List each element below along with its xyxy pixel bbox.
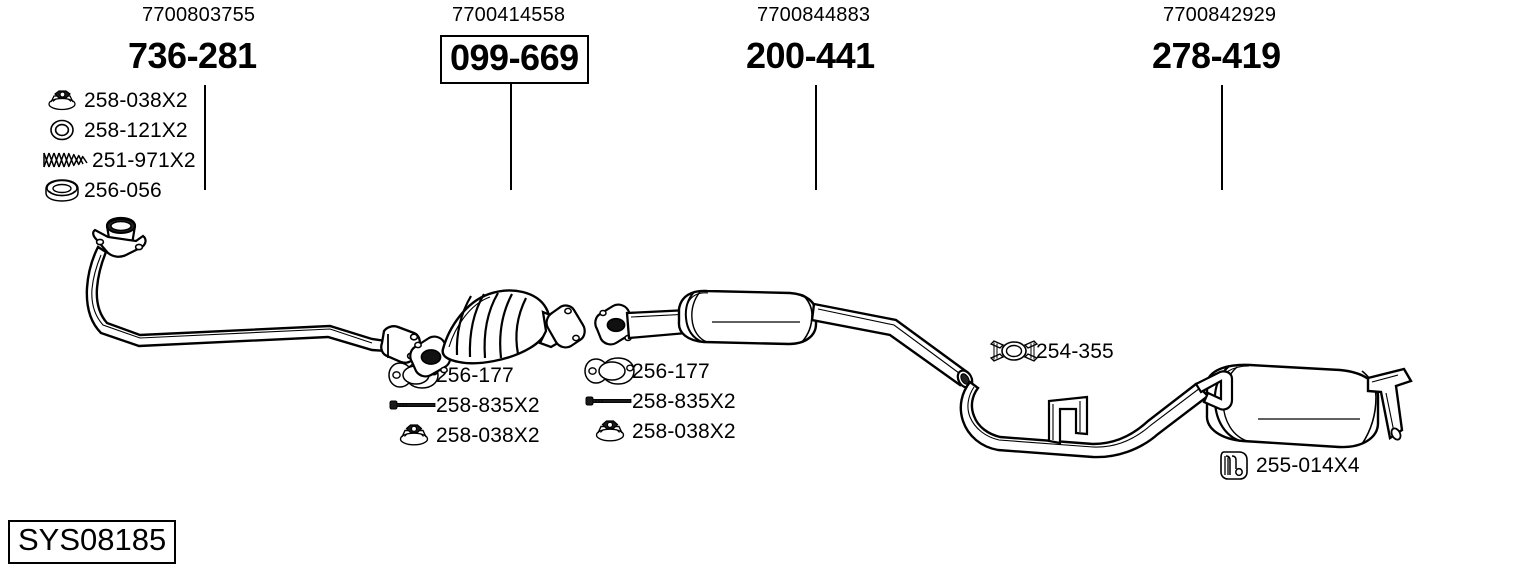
part-code-text: 256-056 <box>84 178 162 202</box>
leader-line-rear-silencer <box>1221 85 1223 190</box>
ref-code-text: 200-441 <box>746 35 875 76</box>
part-code-text: 258-835X2 <box>436 393 540 417</box>
part-code-text: 256-177 <box>632 359 710 383</box>
system-code-text: SYS08185 <box>8 520 177 564</box>
list-item[interactable]: 256-056 <box>40 175 196 205</box>
leader-line-centre-silencer <box>815 85 817 190</box>
part-code-text: 258-835X2 <box>632 389 736 413</box>
list-item[interactable]: 258-835X2 <box>585 386 736 416</box>
rubber-hanger-icon <box>1212 451 1256 480</box>
part-code-text: 255-014X4 <box>1256 453 1360 477</box>
oe-code-text: 7700842929 <box>1163 4 1277 26</box>
bolt-icon <box>389 391 436 419</box>
part-code-text: 254-355 <box>1036 339 1114 363</box>
system-code-badge[interactable]: SYS08185 <box>8 520 177 564</box>
parts-list-catalytic-converter: 256-177 258-835X2 <box>388 360 540 450</box>
list-item[interactable]: 256-177 <box>584 356 736 386</box>
list-item[interactable]: 258-038X2 <box>588 416 736 446</box>
leader-line-catalytic-converter <box>510 83 512 190</box>
rear-silencer-drawing <box>959 363 1413 459</box>
group-front-pipe-oe-code: 7700803755 <box>142 5 255 25</box>
ref-code-text: 736-281 <box>128 35 257 76</box>
list-item-pipe-clamp[interactable]: 254-355 <box>989 336 1114 366</box>
washer-ring-icon <box>40 116 84 144</box>
flange-nut-icon <box>392 421 436 449</box>
centre-silencer-drawing <box>594 289 974 389</box>
group-front-pipe-ref-code[interactable]: 736-281 <box>128 38 257 74</box>
ref-code-text: 099-669 <box>440 35 589 84</box>
oe-code-text: 7700414558 <box>452 4 566 26</box>
list-item[interactable]: 258-038X2 <box>40 85 196 115</box>
part-code-text: 258-038X2 <box>436 423 540 447</box>
leader-line-front-pipe <box>204 85 206 190</box>
catalytic-converter-drawing <box>409 289 586 378</box>
list-item[interactable]: 258-121X2 <box>40 115 196 145</box>
part-code-text: 258-038X2 <box>632 419 736 443</box>
gasket-flange-icon <box>584 357 635 385</box>
group-catalytic-converter-ref-code[interactable]: 099-669 <box>440 35 589 84</box>
flange-nut-icon <box>588 417 632 445</box>
group-catalytic-converter-oe-code: 7700414558 <box>452 5 565 25</box>
seal-ring-icon <box>40 176 84 204</box>
group-rear-silencer-ref-code[interactable]: 278-419 <box>1152 38 1281 74</box>
parts-list-front-pipe: 258-038X2 258-121X2 <box>40 85 196 205</box>
parts-list-centre-silencer: 256-177 258-835X2 <box>584 356 736 446</box>
list-item[interactable]: 258-835X2 <box>389 390 540 420</box>
coil-spring-icon <box>40 146 92 174</box>
list-item-rubber-hanger[interactable]: 255-014X4 <box>1212 450 1360 480</box>
bolt-icon <box>585 387 632 415</box>
group-rear-silencer-oe-code: 7700842929 <box>1163 5 1276 25</box>
oe-code-text: 7700803755 <box>142 4 256 26</box>
group-centre-silencer-oe-code: 7700844883 <box>757 5 870 25</box>
group-centre-silencer-ref-code[interactable]: 200-441 <box>746 38 875 74</box>
front-pipe-drawing <box>85 216 421 364</box>
part-code-text: 258-121X2 <box>84 118 188 142</box>
part-code-text: 251-971X2 <box>92 148 196 172</box>
oe-code-text: 7700844883 <box>757 4 871 26</box>
part-code-text: 258-038X2 <box>84 88 188 112</box>
part-code-text: 256-177 <box>436 363 514 387</box>
flange-nut-icon <box>40 86 84 114</box>
pipe-clamp-icon <box>989 337 1039 365</box>
list-item[interactable]: 258-038X2 <box>392 420 540 450</box>
ref-code-text: 278-419 <box>1152 35 1281 76</box>
list-item[interactable]: 251-971X2 <box>40 145 196 175</box>
